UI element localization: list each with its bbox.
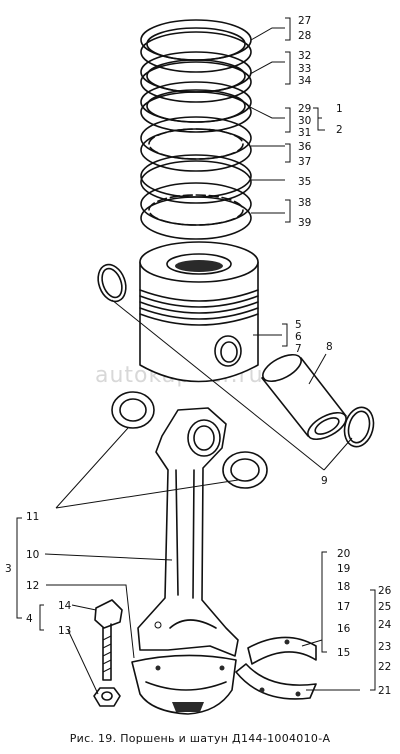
callout-24: 24 [378,619,392,631]
callout-8: 8 [326,341,333,353]
callout-17: 17 [337,601,350,613]
callout-9: 9 [321,475,328,487]
callout-32: 32 [298,50,311,62]
callout-38: 38 [298,197,311,209]
callout-23: 23 [378,641,391,653]
callout-12: 12 [26,580,39,592]
callout-34: 34 [298,75,312,87]
callout-33: 33 [298,63,311,75]
callout-14: 14 [58,600,72,612]
callout-3: 3 [5,563,12,575]
callout-20: 20 [337,548,350,560]
piston-pin [261,353,347,441]
callout-11: 11 [26,511,39,523]
callout-10: 10 [26,549,39,561]
leader-lines [16,17,376,695]
callout-16: 16 [337,623,351,635]
callout-27: 27 [298,15,311,27]
callout-28: 28 [298,30,311,42]
callout-15: 15 [337,647,350,659]
callout-36: 36 [298,141,312,153]
callout-18: 18 [337,581,350,593]
callout-13: 13 [58,625,71,637]
callout-31: 31 [298,127,311,139]
callout-26: 26 [378,585,392,597]
callout-19: 19 [337,563,350,575]
callout-21: 21 [378,685,391,697]
callout-25: 25 [378,601,391,613]
callout-35: 35 [298,176,311,188]
callout-29: 29 [298,103,311,115]
bearing-shells [235,636,317,700]
connecting-rod [131,407,239,715]
piston-rings [140,19,252,240]
callout-labels: 27 28 32 33 34 29 30 31 1 2 36 37 35 38 … [5,15,392,697]
callout-4: 4 [26,613,33,625]
figure-caption: Рис. 19. Поршень и шатун Д144-1004010-А [69,732,331,745]
callout-30: 30 [298,115,311,127]
bushings [111,391,268,489]
callout-22: 22 [378,661,391,673]
callout-6: 6 [295,331,302,343]
callout-7: 7 [295,343,302,355]
retaining-rings [97,263,375,448]
callout-39: 39 [298,217,311,229]
callout-5: 5 [295,319,302,331]
piston [139,241,259,383]
callout-37: 37 [298,156,311,168]
callout-2: 2 [336,124,343,136]
rod-bolt-and-nut [93,599,123,707]
callout-1: 1 [336,103,343,115]
